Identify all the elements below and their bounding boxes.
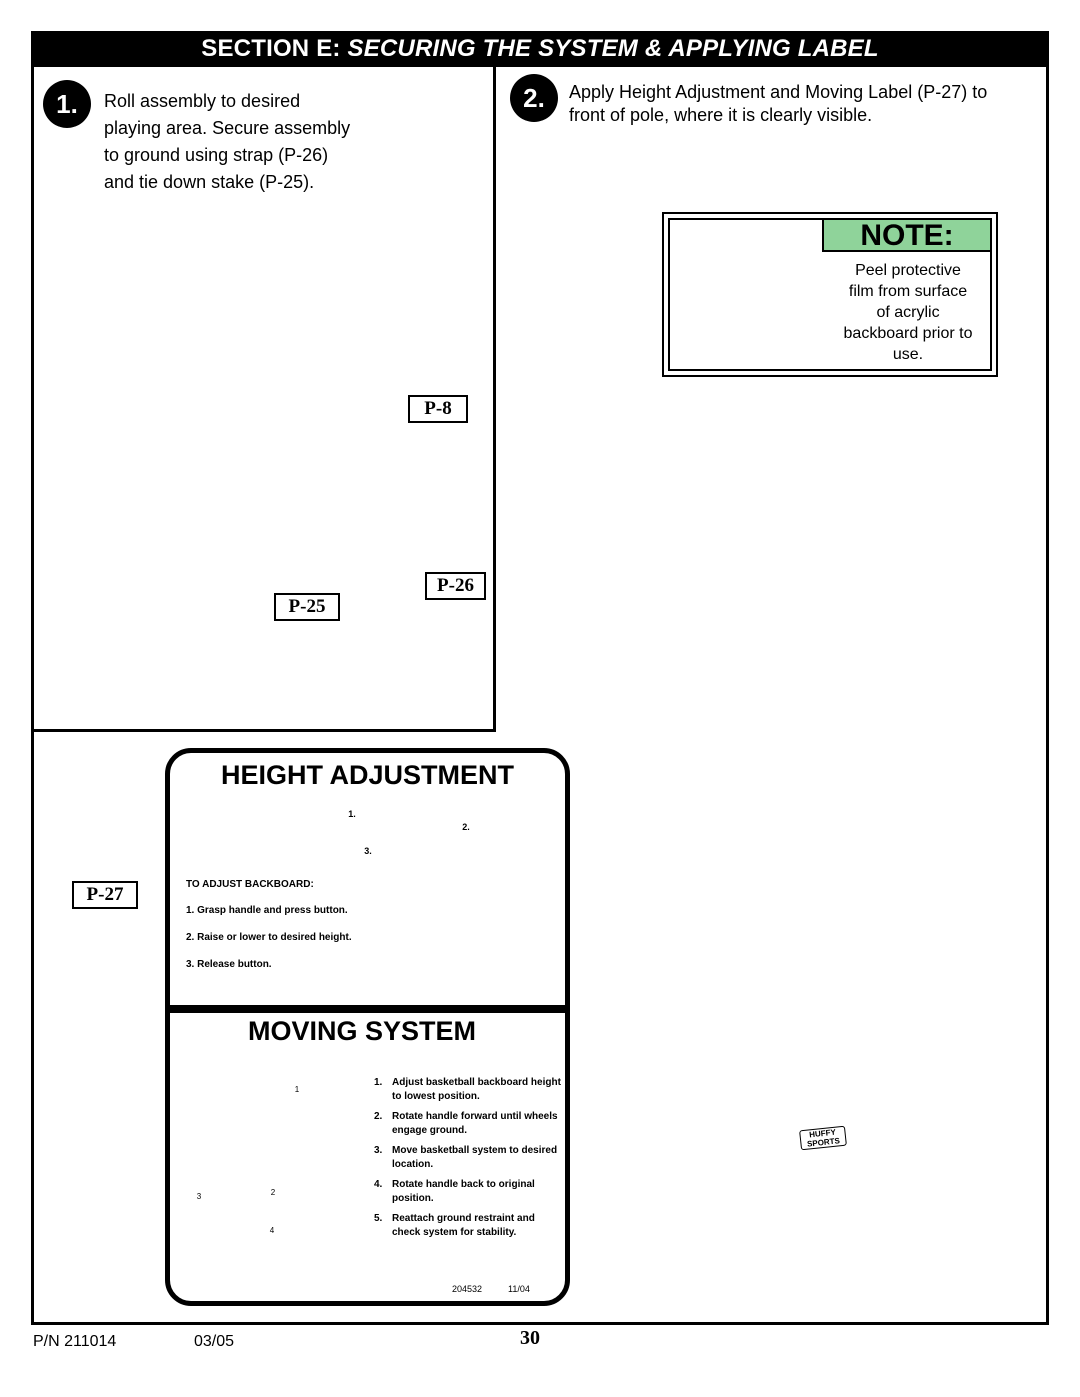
step2-line: Apply Height Adjustment and Moving Label…: [569, 82, 988, 102]
moving-step: 3.Move basketball system to desired loca…: [374, 1145, 558, 1170]
page-number: 30: [520, 1327, 540, 1349]
moving-system-title: MOVING SYSTEM: [248, 1016, 477, 1046]
height-adjustment-title: HEIGHT ADJUSTMENT: [220, 760, 514, 790]
part-label-p26: P-26: [425, 572, 486, 600]
note-line: Peel protective: [855, 262, 961, 279]
adjust-step: 3. Release button.: [186, 959, 272, 970]
figure-number-4: 4: [269, 1226, 275, 1235]
note-line: film from surface: [848, 283, 968, 300]
step2-line: front of pole, where it is clearly visib…: [569, 105, 873, 125]
label-divider: [170, 1005, 565, 1013]
footer-date: 03/05: [194, 1333, 235, 1350]
adjust-step: 2. Raise or lower to desired height.: [186, 932, 352, 943]
step1-number: 1.: [43, 80, 91, 128]
part-label-p25: P-25: [274, 593, 340, 621]
step1-line: and tie down stake (P-25).: [104, 172, 315, 192]
moving-steps-list: 1.Adjust basketball backboard height to …: [374, 1076, 564, 1246]
section-prefix: SECTION E:: [201, 35, 348, 62]
step1-line: to ground using strap (P-26): [104, 145, 329, 165]
note-line: of acrylic: [876, 304, 940, 321]
figure-number-3: 3: [196, 1192, 202, 1201]
callout-1: 1.: [348, 809, 356, 819]
step1-panel: [34, 67, 496, 732]
section-title: SECURING THE SYSTEM & APPLYING LABEL: [347, 35, 879, 62]
figure-number-1: 1: [294, 1085, 300, 1094]
section-header: SECTION E: SECURING THE SYSTEM & APPLYIN…: [31, 31, 1049, 67]
note-line: use.: [892, 346, 924, 363]
figure-number-2: 2: [270, 1188, 276, 1197]
step1-text: Roll assembly to desired playing area. S…: [104, 88, 350, 196]
note-line: backboard prior to: [843, 325, 973, 342]
moving-step: 1.Adjust basketball backboard height to …: [374, 1077, 561, 1102]
note-title: NOTE:: [822, 218, 992, 252]
step2-text: Apply Height Adjustment and Moving Label…: [569, 81, 987, 127]
callout-2: 2.: [462, 822, 470, 832]
adjust-instructions-title: TO ADJUST BACKBOARD:: [186, 879, 314, 890]
note-text: Peel protective film from surface of acr…: [826, 260, 990, 365]
moving-step: 5.Reattach ground restraint and check sy…: [374, 1213, 535, 1238]
part-number: P/N 211014: [33, 1333, 117, 1350]
step1-line: Roll assembly to desired: [104, 91, 301, 111]
moving-step: 4.Rotate handle back to original positio…: [374, 1179, 535, 1204]
part-label-p27: P-27: [72, 881, 138, 909]
part-label-p8: P-8: [408, 395, 468, 423]
moving-step: 2.Rotate handle forward until wheels eng…: [374, 1111, 558, 1136]
step2-number: 2.: [510, 74, 558, 122]
label-date: 11/04: [508, 1284, 530, 1294]
label-code: 204532: [452, 1284, 483, 1294]
step1-line: playing area. Secure assembly: [104, 118, 351, 138]
adjust-step: 1. Grasp handle and press button.: [186, 905, 348, 916]
callout-3: 3.: [364, 846, 372, 856]
